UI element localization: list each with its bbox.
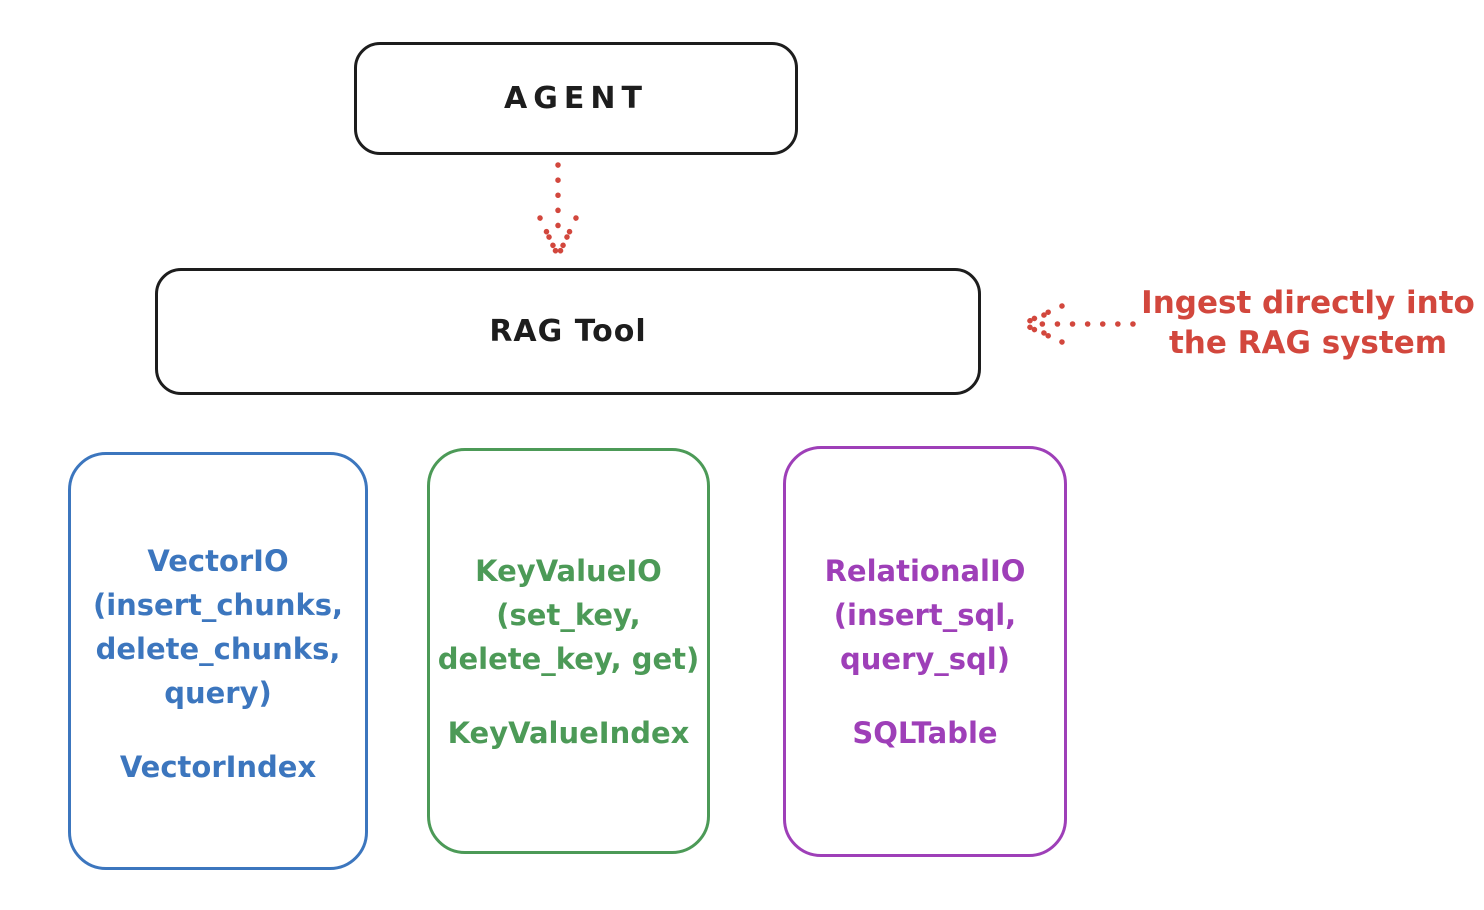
vector-io-methods: VectorIO (insert_chunks, delete_chunks, … [92,544,344,710]
ingest-annotation: Ingest directly into the RAG system [1141,285,1475,361]
keyvalue-io-methods: KeyValueIO (set_key, delete_key, get) [437,554,700,676]
vector-io-node: VectorIO (insert_chunks, delete_chunks, … [68,452,368,870]
agent-to-ragtool-dotted-arrow-icon [537,162,579,259]
keyvalue-io-node: KeyValueIO (set_key, delete_key, get) Ke… [427,448,710,854]
relational-io-node: RelationalIO (insert_sql, query_sql) SQL… [783,446,1067,857]
annotation-to-ragtool-dotted-arrow-icon [1019,303,1136,345]
agent-node: AGENT [354,42,798,155]
rag-tool-node-label: RAG Tool [489,314,647,349]
agent-node-label: AGENT [504,81,648,116]
keyvalue-index-label: KeyValueIndex [447,716,690,750]
vector-index-label: VectorIndex [119,750,317,784]
relational-io-methods: RelationalIO (insert_sql, query_sql) [824,554,1026,676]
rag-tool-node: RAG Tool [155,268,981,395]
sql-table-label: SQLTable [852,716,998,750]
